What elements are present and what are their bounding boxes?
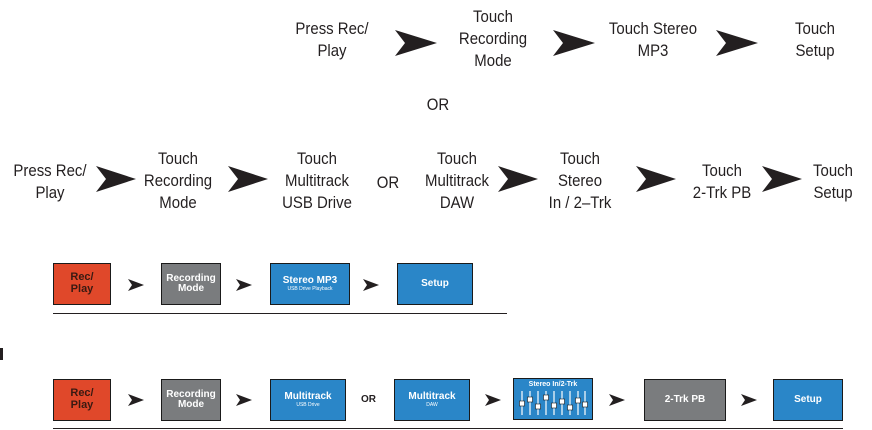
multitrack-daw-button[interactable]: Multitrack DAW: [394, 379, 470, 421]
arrow-icon: [498, 166, 538, 192]
or-label: OR: [361, 394, 376, 405]
flow1-step-press-rec: Press Rec/ Play: [295, 19, 369, 60]
arrow-icon: [236, 394, 252, 406]
arrow-icon: [762, 166, 802, 192]
fader-icon: [519, 391, 588, 416]
arrow-icon: [741, 394, 757, 406]
arrow-icon: [716, 30, 758, 56]
flow1-step-stereo-mp3: Touch Stereo MP3: [608, 19, 698, 60]
flow2-step-multitrack-daw: Touch Multitrack DAW: [424, 149, 489, 212]
or-label: OR: [426, 95, 450, 114]
recording-mode-button[interactable]: Recording Mode: [161, 263, 221, 305]
setup-button[interactable]: Setup: [773, 379, 843, 421]
rec-play-button[interactable]: Rec/ Play: [53, 263, 111, 305]
stereo-mp3-button[interactable]: Stereo MP3 USB Drive Playback: [270, 263, 350, 305]
setup-button[interactable]: Setup: [397, 263, 473, 305]
flow2-step-recording-mode: Touch Recording Mode: [143, 149, 213, 212]
multitrack-usb-button[interactable]: Multitrack USB Drive: [270, 379, 346, 421]
stereo-in-2trk-label: Stereo In/2-Trk: [528, 381, 578, 388]
flow2-step-multitrack-usb: Touch Multitrack USB Drive: [282, 149, 352, 212]
stereo-in-2trk-button[interactable]: Stereo In/2-Trk: [513, 378, 593, 420]
multitrack-usb-label: Multitrack: [284, 390, 332, 402]
recording-mode-button[interactable]: Recording Mode: [161, 379, 221, 421]
arrow-icon: [128, 394, 144, 406]
flow2-step-setup: Touch Setup: [813, 161, 853, 202]
multitrack-daw-label: Multitrack: [408, 390, 456, 402]
flow2-or-label: OR: [376, 173, 400, 192]
flow1-step-setup: Touch Setup: [795, 19, 835, 60]
arrow-icon: [395, 30, 437, 56]
flow2-step-stereo-in: Touch Stereo In / 2–Trk: [548, 149, 612, 212]
multitrack-usb-sublabel: USB Drive: [296, 402, 320, 409]
flow1-step-recording-mode: Touch Recording Mode: [458, 7, 528, 70]
margin-marker: [0, 348, 3, 360]
rec-play-button[interactable]: Rec/ Play: [53, 379, 111, 421]
arrow-icon: [96, 166, 136, 192]
2trk-pb-button[interactable]: 2-Trk PB: [644, 379, 726, 421]
arrow-icon: [636, 166, 676, 192]
arrow-icon: [553, 30, 595, 56]
arrow-icon: [236, 279, 252, 291]
arrow-icon: [228, 166, 268, 192]
multitrack-daw-sublabel: DAW: [426, 402, 438, 409]
arrow-icon: [128, 279, 144, 291]
flow2-step-2trk-pb: Touch 2-Trk PB: [692, 161, 752, 202]
arrow-icon: [485, 394, 501, 406]
underline-divider: [53, 428, 843, 429]
arrow-icon: [609, 394, 625, 406]
arrow-icon: [363, 279, 379, 291]
stereo-mp3-label: Stereo MP3: [282, 274, 338, 286]
stereo-mp3-sublabel: USB Drive Playback: [287, 286, 333, 293]
flow2-step-press-rec: Press Rec/ Play: [13, 161, 87, 202]
underline-divider: [53, 313, 507, 314]
